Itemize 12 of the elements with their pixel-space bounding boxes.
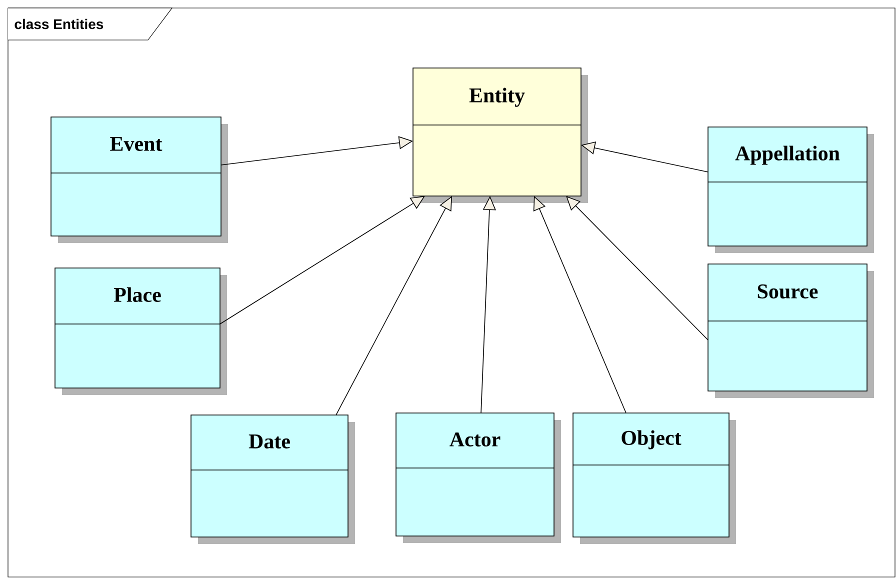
class-box: Place: [54, 268, 227, 395]
class-box: Date: [190, 414, 355, 544]
class-box: Actor: [396, 412, 561, 543]
class-box: Source: [708, 264, 874, 398]
generalization-arrow: [533, 196, 626, 414]
class-box: Appellation: [708, 126, 874, 253]
class-box: Object: [572, 412, 736, 544]
class-box: Event: [50, 116, 228, 243]
generalization-arrow: [336, 196, 452, 416]
generalization-arrow: [220, 196, 425, 324]
class-box: Entity: [412, 68, 588, 203]
generalization-arrow: [566, 196, 708, 340]
